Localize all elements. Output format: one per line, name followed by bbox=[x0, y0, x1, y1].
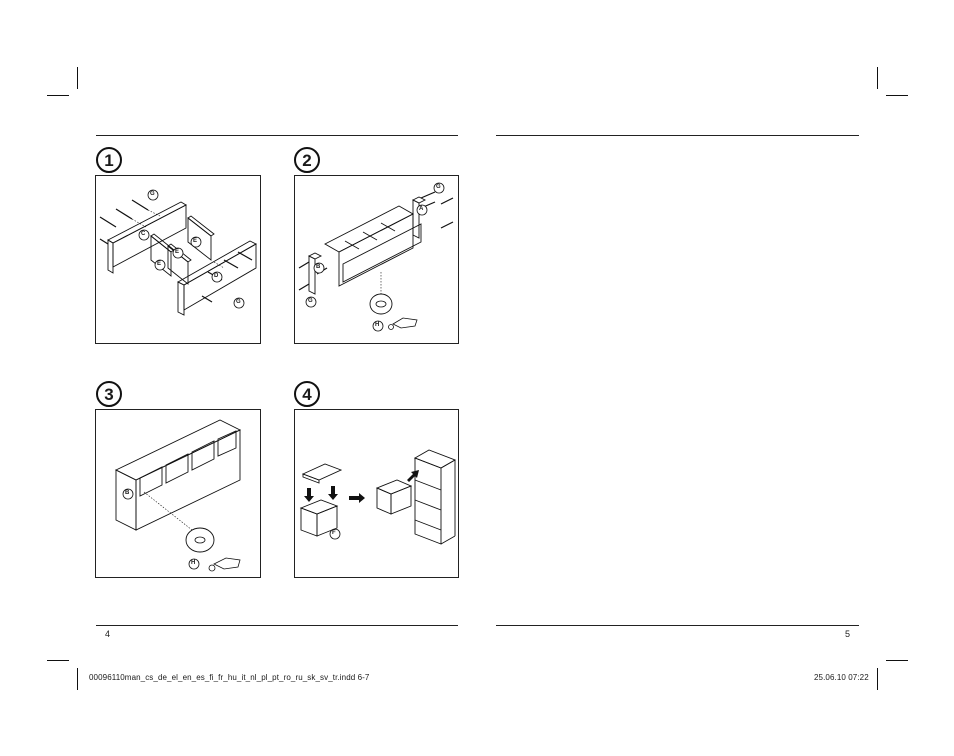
part-label: F bbox=[332, 530, 336, 536]
crop-mark bbox=[47, 660, 69, 661]
crop-mark bbox=[877, 668, 878, 690]
crop-mark bbox=[77, 668, 78, 690]
crop-mark bbox=[886, 660, 908, 661]
top-rule-right bbox=[496, 135, 859, 136]
part-label: G bbox=[150, 191, 155, 197]
bottom-rule-right bbox=[496, 625, 859, 626]
part-label: E bbox=[157, 261, 162, 267]
step-number-4: 4 bbox=[294, 381, 320, 407]
step-number-3: 3 bbox=[96, 381, 122, 407]
part-label: B bbox=[316, 264, 321, 270]
part-label: B bbox=[125, 490, 130, 496]
date-time-slug: 25.06.10 07:22 bbox=[814, 673, 869, 682]
part-label: D bbox=[214, 273, 219, 279]
step-4-illustration: F bbox=[294, 409, 459, 578]
step-1-illustration: G C E E E D G bbox=[95, 175, 261, 344]
crop-mark bbox=[877, 67, 878, 89]
bottom-rule-left bbox=[96, 625, 458, 626]
part-label: G bbox=[308, 298, 313, 304]
step-3-illustration: B H bbox=[95, 409, 261, 578]
part-label: C bbox=[141, 231, 146, 237]
part-label: E bbox=[175, 249, 180, 255]
part-label: G bbox=[236, 299, 241, 305]
page-number-left: 4 bbox=[105, 629, 111, 639]
part-label: E bbox=[193, 238, 198, 244]
crop-mark bbox=[886, 95, 908, 96]
step-number-2: 2 bbox=[294, 147, 320, 173]
file-name-slug: 00096110man_cs_de_el_en_es_fi_fr_hu_it_n… bbox=[89, 673, 370, 682]
step-2-illustration: G A B G H bbox=[294, 175, 459, 344]
step-number-1: 1 bbox=[96, 147, 122, 173]
part-label: A bbox=[419, 206, 424, 212]
part-label: H bbox=[375, 322, 380, 328]
part-label: G bbox=[436, 184, 441, 190]
part-label: H bbox=[191, 560, 196, 566]
crop-mark bbox=[47, 95, 69, 96]
page-number-right: 5 bbox=[845, 629, 851, 639]
crop-mark bbox=[77, 67, 78, 89]
top-rule-left bbox=[96, 135, 458, 136]
